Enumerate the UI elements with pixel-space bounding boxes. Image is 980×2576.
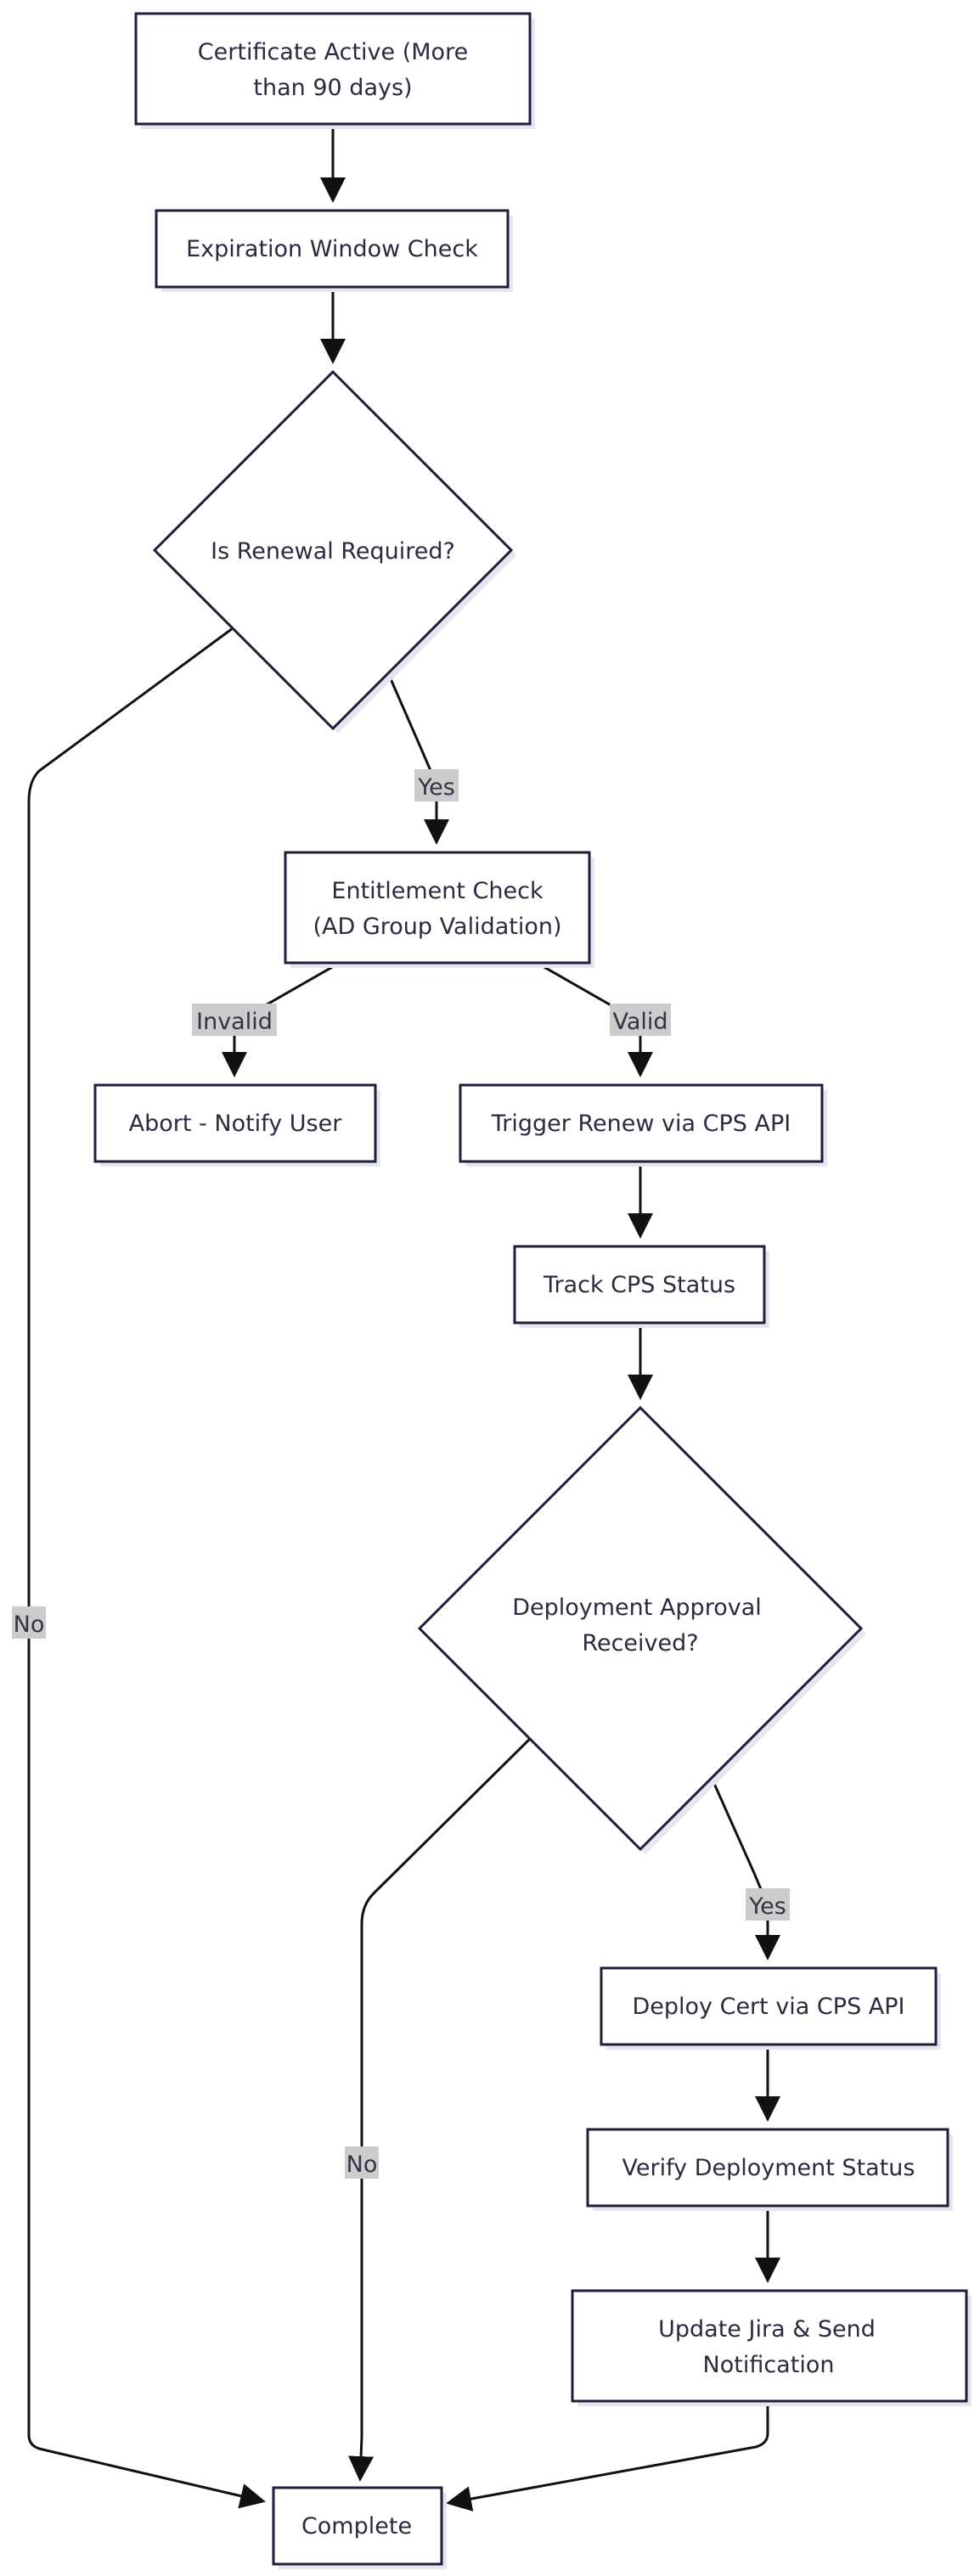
node-deployment-approval-line-2: Received?	[582, 1630, 698, 1656]
node-certificate-active-line-1: Certificate Active (More	[198, 39, 468, 65]
node-update-jira-line-1: Update Jira & Send	[658, 2316, 876, 2343]
edge-label-renewal-no-text: No	[14, 1611, 45, 1638]
edge-approval-no	[348, 1735, 533, 2482]
edge-label-approval-yes: Yes	[746, 1888, 790, 1921]
node-deployment-approval-decision: Deployment Approval Received?	[417, 1405, 866, 1854]
node-abort-notify-user: Abort - Notify User	[93, 1083, 380, 1167]
edge-approval-yes	[710, 1777, 780, 1960]
node-update-jira-line-2: Notification	[703, 2352, 835, 2378]
edge-renewal-no	[27, 627, 266, 2509]
edge-label-approval-no-text: No	[346, 2151, 378, 2178]
edge-label-entitlement-invalid-text: Invalid	[196, 1009, 273, 1035]
node-trigger-renew-label: Trigger Renew via CPS API	[491, 1111, 791, 1137]
edge-labels: Yes No Invalid Valid Yes No	[12, 769, 790, 2179]
edge-update-to-complete	[446, 2401, 769, 2511]
node-entitlement-check-line-1: Entitlement Check	[331, 878, 544, 904]
node-deploy-cert: Deploy Cert via CPS API	[600, 1966, 941, 2050]
node-trigger-renew: Trigger Renew via CPS API	[459, 1083, 827, 1167]
node-certificate-active-line-2: than 90 days)	[253, 75, 412, 101]
node-deployment-approval-line-1: Deployment Approval	[512, 1595, 762, 1621]
node-verify-deployment-status-label: Verify Deployment Status	[622, 2155, 915, 2181]
edge-label-renewal-yes: Yes	[414, 769, 459, 801]
edge-label-entitlement-valid-text: Valid	[612, 1009, 667, 1035]
edge-label-renewal-yes-text: Yes	[417, 774, 455, 801]
node-complete-label: Complete	[301, 2513, 412, 2539]
node-renewal-required-decision: Is Renewal Required?	[152, 369, 516, 734]
edge-label-approval-yes-text: Yes	[748, 1893, 786, 1920]
edge-label-entitlement-valid: Valid	[610, 1004, 671, 1036]
edge-label-renewal-no: No	[12, 1606, 46, 1639]
node-abort-notify-user-label: Abort - Notify User	[129, 1111, 343, 1137]
node-entitlement-check: Entitlement Check (AD Group Validation)	[284, 851, 594, 968]
node-track-cps-status: Track CPS Status	[513, 1245, 769, 1328]
node-expiration-window-check-label: Expiration Window Check	[186, 236, 478, 262]
edge-label-entitlement-invalid: Invalid	[192, 1004, 277, 1036]
node-complete: Complete	[272, 2486, 447, 2569]
nodes: Certificate Active (More than 90 days) E…	[93, 12, 972, 2569]
edge-label-approval-no: No	[345, 2146, 379, 2179]
node-update-jira: Update Jira & Send Notification	[571, 2289, 972, 2406]
node-renewal-required-label: Is Renewal Required?	[211, 538, 455, 565]
node-deploy-cert-label: Deploy Cert via CPS API	[632, 1994, 904, 2020]
node-certificate-active: Certificate Active (More than 90 days)	[134, 12, 535, 129]
edge-renewal-yes	[387, 674, 449, 845]
node-expiration-window-check: Expiration Window Check	[155, 209, 513, 292]
node-entitlement-check-line-2: (AD Group Validation)	[313, 914, 561, 940]
node-verify-deployment-status: Verify Deployment Status	[586, 2128, 953, 2211]
node-track-cps-status-label: Track CPS Status	[543, 1272, 735, 1298]
